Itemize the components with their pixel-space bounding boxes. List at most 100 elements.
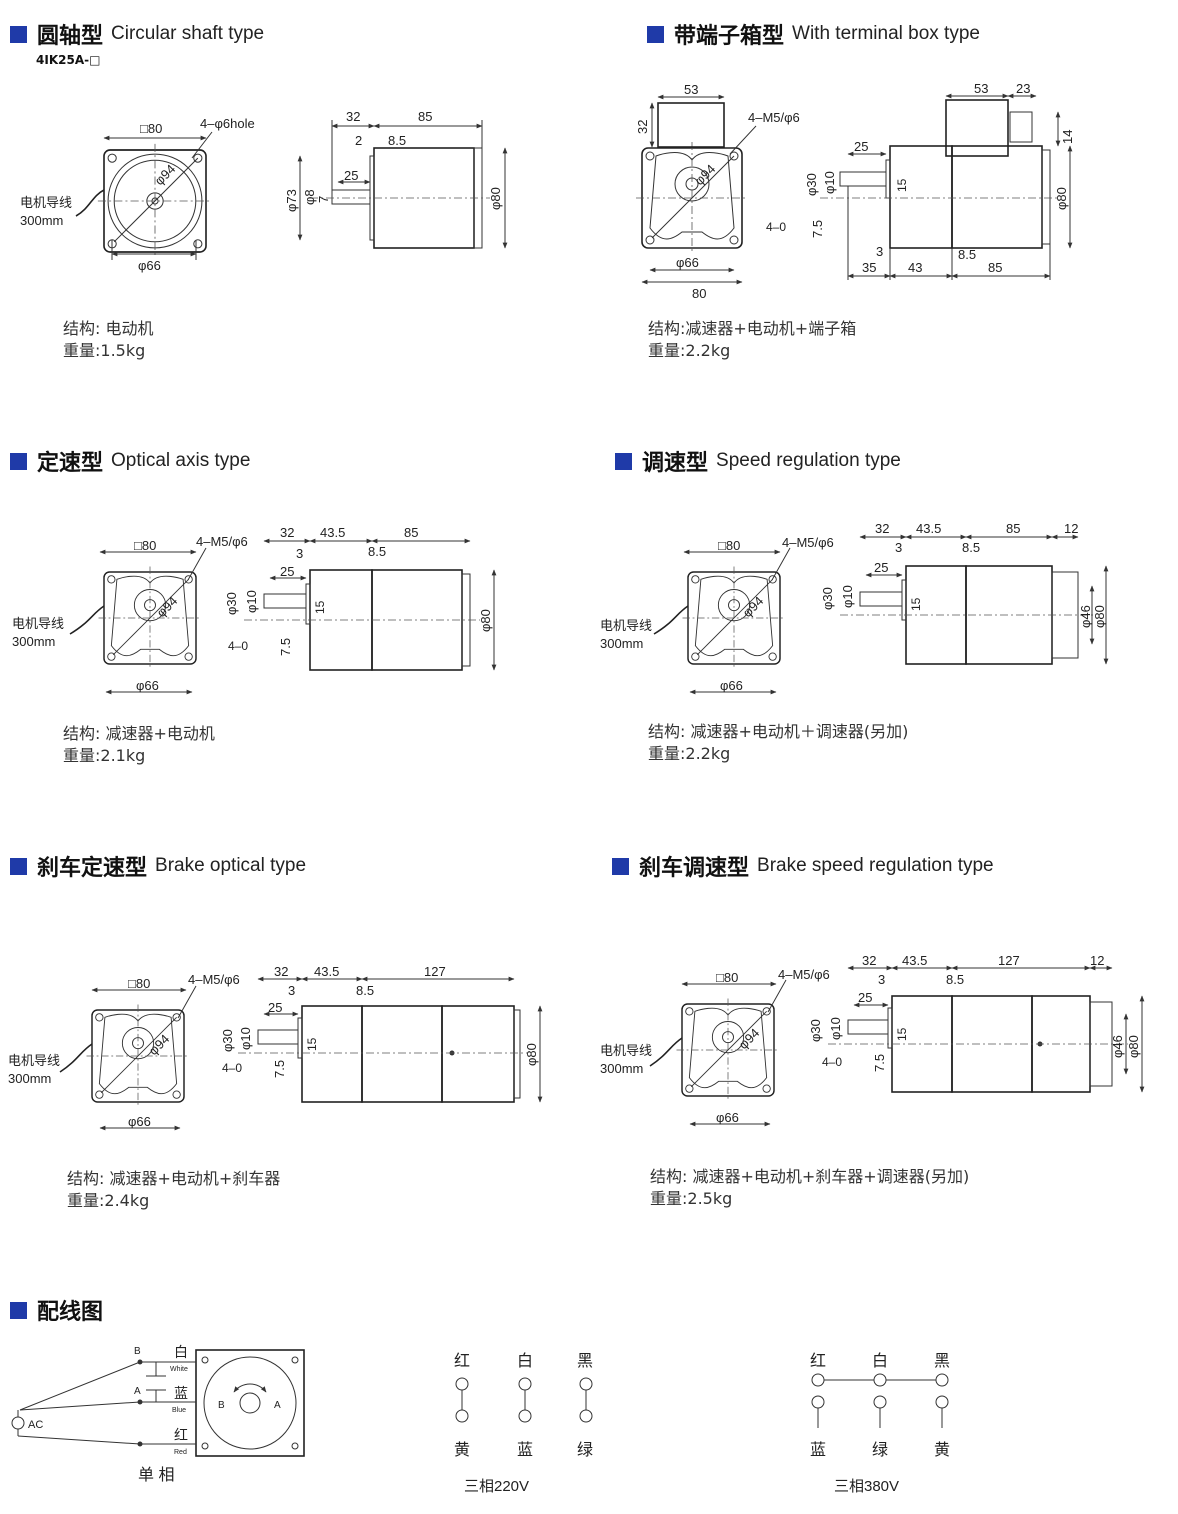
dim-12: 12	[1064, 521, 1078, 536]
section-header-wiring: 配线图	[10, 1294, 111, 1326]
caption-single: 单 相	[138, 1466, 174, 1484]
wire-bottom-3: 黄	[934, 1441, 950, 1459]
dim-25: 25	[858, 990, 872, 1005]
drawing-circular-front: □80 4–φ6hole φ66 φ94 电机导线 300mm	[20, 116, 255, 273]
lead-label: 电机导线	[600, 618, 652, 633]
dim-phi30: φ30	[808, 1019, 823, 1042]
section-header-brake-optical: 刹车定速型 Brake optical type	[10, 850, 306, 882]
dim-15: 15	[895, 1027, 909, 1041]
lead-label: 电机导线	[8, 1053, 60, 1068]
section-title-cn: 圆轴型	[37, 24, 104, 49]
structure-text: 结构: 减速器+电动机	[63, 724, 215, 743]
structure-text: 结构:减速器+电动机+端子箱	[648, 319, 857, 338]
dim-2: 2	[355, 133, 362, 148]
dim-phi30: φ30	[804, 173, 819, 196]
section-title-cn: 刹车调速型	[639, 856, 750, 881]
dim-15: 15	[909, 597, 923, 611]
weight-text: 重量:2.2kg	[648, 341, 731, 360]
dim-8-5: 8.5	[368, 544, 386, 559]
section-title-cn: 定速型	[37, 451, 104, 476]
weight-text: 重量:2.2kg	[648, 744, 731, 763]
dim-phi66: φ66	[716, 1110, 739, 1125]
dim-key-7-5: 7.5	[278, 638, 293, 656]
dim-hole-m5: 4–M5/φ6	[778, 967, 830, 982]
dim-8-5: 8.5	[356, 983, 374, 998]
section-header-speed: 调速型 Speed regulation type	[615, 445, 901, 477]
dim-phi80: φ80	[1092, 605, 1107, 628]
dim-key: 4–0	[822, 1055, 842, 1069]
section-title-cn: 调速型	[642, 451, 709, 476]
wire-red-en: Red	[174, 1449, 187, 1456]
wire-top-1: 红	[454, 1352, 470, 1370]
dim-phi10: φ10	[822, 171, 837, 194]
dim-43-5: 43.5	[320, 525, 345, 540]
dim-phi46: φ46	[1078, 605, 1093, 628]
terminal-a: A	[134, 1386, 141, 1397]
wire-blue-cn: 蓝	[174, 1385, 188, 1401]
dim-85: 85	[1006, 521, 1020, 536]
dim-25: 25	[268, 1000, 282, 1015]
dim-phi80: φ80	[1054, 187, 1069, 210]
wire-blue-en: Blue	[172, 1407, 186, 1414]
dim-phi8: φ8	[302, 189, 317, 205]
dim-phi80: φ80	[478, 609, 493, 632]
section-header-optical: 定速型 Optical axis type	[10, 445, 250, 477]
dim-hole-m5: 4–M5/φ6	[748, 110, 800, 125]
dim-127: 127	[998, 953, 1020, 968]
dim-14: 14	[1060, 130, 1075, 144]
drawing-optical-side: 32 43.5 85 3 8.5 25 φ30 φ10 15 φ80 4–0 7…	[224, 525, 497, 671]
dim-phi73: φ73	[284, 189, 299, 212]
rotation-b: B	[218, 1400, 225, 1411]
section-title-cn: 带端子箱型	[674, 24, 785, 49]
dim-85: 85	[404, 525, 418, 540]
wire-top-2: 白	[872, 1352, 888, 1370]
dim-25: 25	[280, 564, 294, 579]
model-number: 4IK25A-□	[36, 53, 101, 67]
wire-bottom-2: 绿	[872, 1441, 888, 1459]
drawing-optical-front: □80 4–M5/φ6 φ94 φ66 电机导线 300mm	[12, 534, 248, 695]
section-title-en: Optical axis type	[111, 450, 251, 471]
drawing-brake-optical-side: 32 43.5 127 3 8.5 25 φ30 φ10 15 φ80 4–0 …	[220, 964, 543, 1103]
dim-43-5: 43.5	[902, 953, 927, 968]
weight-text: 重量:2.5kg	[650, 1189, 733, 1208]
drawing-terminal-front: 53 32 4–M5/φ6 φ94 φ66 80	[635, 82, 800, 301]
section-title-cn: 刹车定速型	[37, 856, 148, 881]
dim-sq80: □80	[716, 970, 738, 985]
wiring-single-phase: B A 白 White 蓝 Blue 红 Red AC B A 单 相	[11, 1344, 305, 1484]
wire-top-2: 白	[517, 1352, 533, 1370]
dim-phi80: φ80	[488, 187, 503, 210]
terminal-b: B	[134, 1346, 141, 1357]
structure-text: 结构: 减速器+电动机+刹车器	[67, 1169, 281, 1188]
section-header-brake-speed: 刹车调速型 Brake speed regulation type	[612, 850, 994, 882]
section-title-en: With terminal box type	[792, 23, 980, 44]
dim-53: 53	[684, 82, 698, 97]
dim-8-5: 8.5	[958, 247, 976, 262]
dim-8-5: 8.5	[946, 972, 964, 987]
lead-label: 电机导线	[20, 195, 72, 210]
lead-length: 300mm	[12, 634, 55, 649]
wire-bottom-1: 黄	[454, 1441, 470, 1459]
dim-35: 35	[862, 260, 876, 275]
section-marker-icon	[612, 857, 629, 875]
dim-23: 23	[1016, 81, 1030, 96]
dim-43-5: 43.5	[314, 964, 339, 979]
drawing-brake-speed-side: 32 43.5 127 12 3 8.5 25 φ30 φ10 15 φ46 φ…	[808, 953, 1145, 1093]
dim-phi94: φ94	[740, 593, 767, 620]
dim-3: 3	[878, 972, 885, 987]
wire-red-cn: 红	[174, 1427, 188, 1443]
dim-43-5: 43.5	[916, 521, 941, 536]
section-title-en: Brake optical type	[155, 855, 307, 876]
dim-85: 85	[988, 260, 1002, 275]
info-brake-optical: 结构: 减速器+电动机+刹车器 重量:2.4kg	[67, 1168, 280, 1212]
dim-127: 127	[424, 964, 446, 979]
weight-text: 重量:2.4kg	[67, 1191, 150, 1210]
dim-phi66: φ66	[676, 255, 699, 270]
dim-key-7-5: 7.5	[810, 220, 825, 238]
dim-7: 7	[316, 196, 331, 203]
dim-hole-m5: 4–M5/φ6	[188, 972, 240, 987]
dim-32: 32	[280, 525, 294, 540]
dim-phi30: φ30	[220, 1029, 235, 1052]
lead-length: 300mm	[20, 213, 63, 228]
dim-phi10: φ10	[840, 585, 855, 608]
